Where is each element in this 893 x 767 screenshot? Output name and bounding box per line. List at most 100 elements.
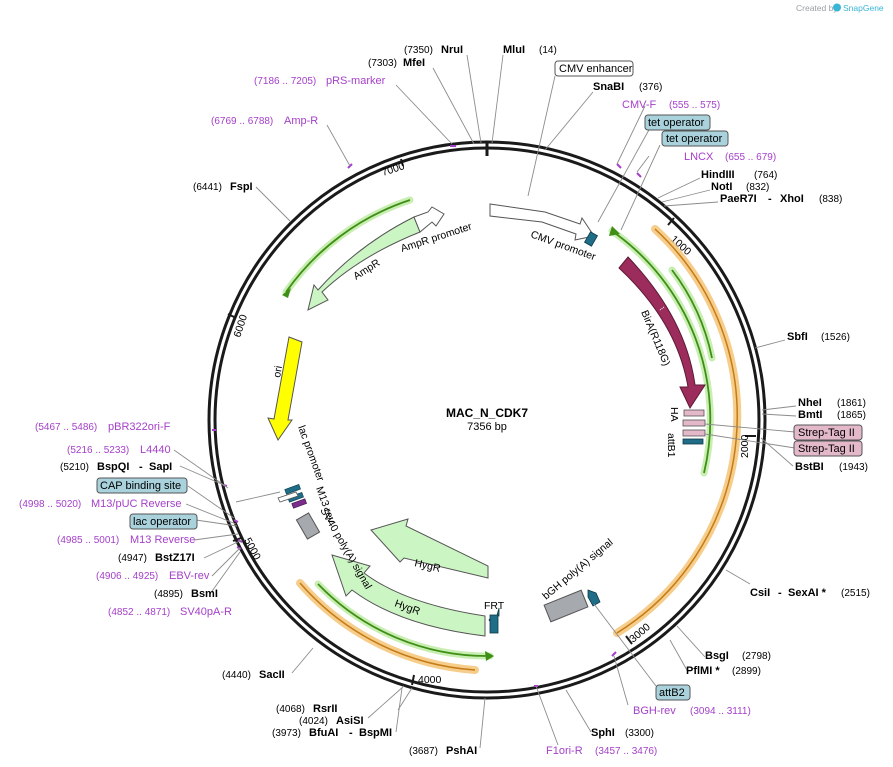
svg-text:(4906 .. 4925): (4906 .. 4925) bbox=[96, 571, 158, 582]
svg-text:(555 .. 575): (555 .. 575) bbox=[669, 100, 720, 111]
svg-text:(5210): (5210) bbox=[60, 462, 89, 473]
ampr-promoter-arrow bbox=[413, 206, 445, 233]
strep-tag-box-2: Strep-Tag II bbox=[793, 440, 863, 457]
enzyme-sacii: SacII bbox=[259, 669, 285, 681]
plasmid-name: MAC_N_CDK7 bbox=[446, 406, 528, 420]
birA-arrow bbox=[618, 256, 706, 410]
svg-text:-: - bbox=[768, 193, 772, 205]
svg-text:(4947): (4947) bbox=[118, 553, 147, 564]
svg-text:(376): (376) bbox=[639, 82, 662, 93]
svg-text:(2798): (2798) bbox=[742, 651, 771, 662]
m13-rev-label: M13 rev bbox=[313, 485, 338, 525]
enzyme-hindiii: HindIII bbox=[701, 169, 735, 181]
svg-text:-: - bbox=[778, 587, 782, 599]
svg-text:attB2: attB2 bbox=[659, 687, 685, 699]
enzyme-mlui: MluI bbox=[503, 44, 525, 56]
ori-arrow bbox=[267, 336, 303, 442]
enzyme-pflmi: PflMI * bbox=[686, 665, 720, 677]
attb2-box: attB2 bbox=[655, 684, 691, 701]
cap-binding-marker bbox=[284, 483, 301, 495]
ha-label: HA bbox=[668, 407, 680, 422]
tick-label-4000: 4000 bbox=[418, 674, 442, 686]
primer-lncx: LNCX bbox=[684, 151, 714, 163]
primer-ebv-rev: EBV-rev bbox=[169, 570, 210, 582]
snapgene-logo-icon bbox=[833, 3, 841, 12]
svg-text:(6769 .. 6788): (6769 .. 6788) bbox=[211, 116, 273, 127]
enzyme-mfei: MfeI bbox=[403, 57, 425, 69]
svg-text:(4440): (4440) bbox=[222, 670, 251, 681]
svg-text:tet operator: tet operator bbox=[648, 117, 705, 129]
enzyme-bstbi: BstBI bbox=[795, 461, 824, 473]
enzyme-asisi: AsiSI bbox=[336, 715, 364, 727]
enzyme-bfuai: BfuAI bbox=[309, 727, 338, 739]
svg-text:tet operator: tet operator bbox=[666, 133, 723, 145]
orange-arc-right-line bbox=[616, 228, 738, 634]
enzyme-nrui: NruI bbox=[441, 44, 463, 56]
svg-text:(655 .. 679): (655 .. 679) bbox=[725, 152, 776, 163]
enzyme-fspi: FspI bbox=[230, 181, 253, 193]
cmv-enhancer-box: CMV enhancer bbox=[554, 60, 634, 77]
svg-text:(1943): (1943) bbox=[839, 462, 868, 473]
lac-promoter-arrow bbox=[277, 491, 299, 503]
svg-text:(1865): (1865) bbox=[837, 410, 866, 421]
enzyme-csii: CsiI bbox=[750, 587, 770, 599]
frt-label: FRT bbox=[484, 600, 505, 612]
tet-operator-marker bbox=[583, 231, 599, 247]
plasmid-length: 7356 bp bbox=[467, 421, 507, 433]
green-arc-right-inner-line bbox=[671, 269, 713, 359]
enzyme-bsgi: BsgI bbox=[705, 650, 729, 662]
attb2-marker bbox=[587, 589, 601, 607]
primer-sv40pa-r: SV40pA-R bbox=[180, 606, 232, 618]
svg-text:(5467 .. 5486): (5467 .. 5486) bbox=[35, 422, 97, 433]
enzyme-sapi: SapI bbox=[149, 461, 172, 473]
svg-text:(4068): (4068) bbox=[276, 704, 305, 715]
enzyme-bstz17i: BstZ17I bbox=[155, 552, 195, 564]
strep-tag-box-1: Strep-Tag II bbox=[793, 424, 863, 441]
enzyme-snabi: SnaBI bbox=[593, 81, 624, 93]
attb1-marker bbox=[682, 438, 704, 445]
orange-arc-left-line bbox=[299, 582, 476, 671]
enzyme-bmti: BmtI bbox=[798, 409, 822, 421]
primer-m13-reverse: M13 Reverse bbox=[130, 534, 195, 546]
svg-text:(1861): (1861) bbox=[837, 398, 866, 409]
lac-operator-box: lac operator bbox=[129, 513, 198, 530]
svg-text:(764): (764) bbox=[754, 170, 777, 181]
green-arc-upper-left-line bbox=[285, 199, 411, 293]
svg-text:(6441): (6441) bbox=[193, 182, 222, 193]
green-arc-upper-left bbox=[282, 196, 414, 296]
enzyme-sexai: SexAI * bbox=[788, 587, 827, 599]
green-arc-lower-head bbox=[485, 651, 494, 661]
frt-box bbox=[489, 614, 499, 634]
enzyme-sphi: SphI bbox=[591, 727, 615, 739]
svg-text:(2899): (2899) bbox=[732, 666, 761, 677]
svg-text:(3457 .. 3476): (3457 .. 3476) bbox=[595, 746, 657, 757]
enzyme-paer7i: PaeR7I bbox=[720, 193, 757, 205]
primer-prs-marker: pRS-marker bbox=[326, 75, 386, 87]
enzyme-nhei: NheI bbox=[798, 397, 822, 409]
svg-text:lac operator: lac operator bbox=[133, 516, 191, 528]
svg-text:(832): (832) bbox=[746, 182, 769, 193]
enzyme-bspmi: BspMI bbox=[359, 727, 392, 739]
svg-text:(5216 .. 5233): (5216 .. 5233) bbox=[67, 445, 129, 456]
svg-text:(7303): (7303) bbox=[368, 58, 397, 69]
enzyme-bspqi: BspQI bbox=[97, 461, 129, 473]
svg-text:(4024): (4024) bbox=[299, 716, 328, 727]
primer-pbr322ori-f: pBR322ori-F bbox=[108, 421, 171, 433]
svg-text:Strep-Tag II: Strep-Tag II bbox=[798, 443, 855, 455]
primer-cmv-f: CMV-F bbox=[622, 99, 657, 111]
primer-l4440: L4440 bbox=[140, 444, 171, 456]
svg-text:(7350): (7350) bbox=[404, 45, 433, 56]
callout-lines bbox=[173, 54, 797, 749]
svg-text:(3973): (3973) bbox=[272, 728, 301, 739]
bgh-polya-box bbox=[543, 589, 589, 623]
enzyme-rsrii: RsrII bbox=[313, 703, 337, 715]
hygr-label-1: HygR bbox=[413, 557, 442, 575]
svg-text:(3094 .. 3111): (3094 .. 3111) bbox=[690, 706, 751, 717]
ha-marker bbox=[683, 409, 705, 417]
svg-text:(3300): (3300) bbox=[625, 728, 654, 739]
svg-text:(4895): (4895) bbox=[154, 589, 183, 600]
svg-text:(4985 .. 5001): (4985 .. 5001) bbox=[57, 535, 119, 546]
svg-text:(1526): (1526) bbox=[821, 332, 850, 343]
cap-binding-site-box: CAP binding site bbox=[96, 477, 188, 494]
